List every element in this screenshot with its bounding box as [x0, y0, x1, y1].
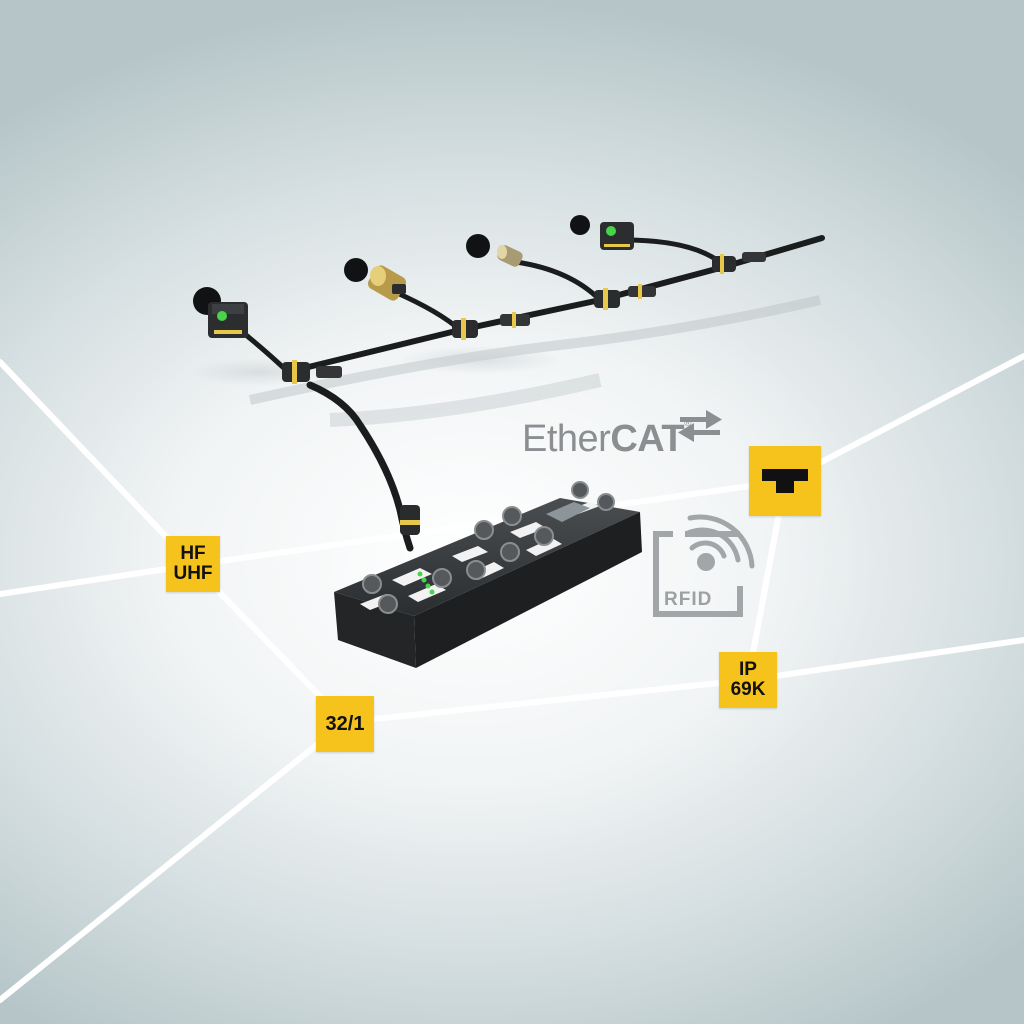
port	[466, 560, 486, 580]
rfid-label: RFID	[664, 589, 713, 610]
frequency-badge: HF UHF	[166, 536, 220, 592]
badge-hf-text: HF	[180, 543, 206, 565]
drop-cable-2	[392, 289, 463, 333]
sensor-cylinder	[367, 265, 407, 301]
ethercat-logo: EtherCAT®	[522, 418, 691, 461]
module-window	[546, 502, 590, 522]
io-module	[334, 481, 642, 668]
module-cable-plug	[400, 505, 420, 535]
tee-connector	[452, 312, 530, 340]
module-top	[334, 498, 640, 616]
port	[597, 493, 615, 511]
m12-ports	[362, 481, 615, 614]
port	[502, 506, 522, 526]
module-front	[334, 592, 416, 668]
badge-69k-text: 69K	[730, 679, 766, 700]
sensor-small-cylinder	[497, 245, 523, 267]
port	[534, 526, 554, 546]
ratio-badge: 32/1	[316, 696, 374, 752]
ethercat-light: Ether	[522, 418, 611, 460]
tee-logo-icon	[762, 469, 808, 493]
main-cable	[285, 235, 825, 375]
cable-tees	[282, 252, 766, 535]
tee-logo-badge	[749, 446, 821, 516]
badge-ratio-text: 32/1	[325, 712, 365, 735]
line-bottom-left	[0, 719, 348, 1003]
ip-rating-badge: IP 69K	[719, 652, 777, 708]
sensor-block-right	[600, 222, 634, 250]
ethercat-bold: CAT	[610, 418, 685, 460]
port	[571, 481, 589, 499]
tee-connector	[712, 252, 766, 274]
dot	[570, 215, 590, 235]
line-right-upper	[782, 353, 1024, 484]
module-side	[414, 512, 642, 668]
tee-connector	[594, 284, 656, 310]
dot	[466, 234, 490, 258]
sensor-block-left	[208, 302, 248, 338]
dot	[344, 258, 368, 282]
badge-uhf-text: UHF	[173, 563, 213, 584]
port	[362, 574, 382, 594]
badge-ip-text: IP	[739, 659, 757, 681]
port	[378, 594, 398, 614]
status-leds	[417, 571, 435, 595]
ethercat-reg: ®	[684, 418, 691, 429]
port	[432, 568, 452, 588]
port	[474, 520, 494, 540]
drop-cable-4	[622, 237, 723, 265]
port	[500, 542, 520, 562]
tee-connector	[282, 360, 342, 384]
drop-cable-3	[513, 259, 603, 303]
